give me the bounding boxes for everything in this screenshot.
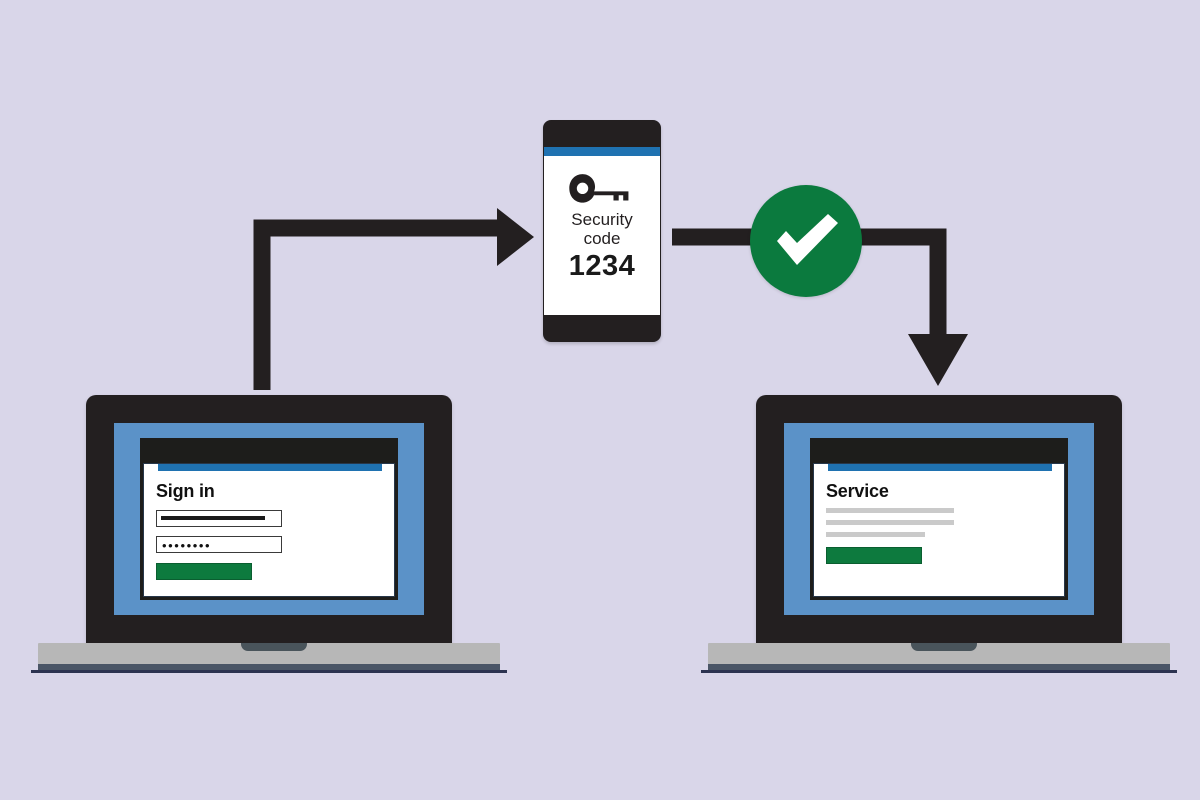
username-value-bar [161,516,265,520]
browser-accent-bar [158,464,382,471]
phone-label-line1: Security [571,210,633,229]
mobile-phone: Security code 1234 [543,120,661,342]
browser-window-sign-in: Sign in •••••••• [143,463,395,597]
key-icon [569,174,629,203]
service-action-button[interactable] [826,547,922,564]
arrow-check-to-service [856,228,968,386]
phone-label-line2: code [583,229,621,248]
page-title: Sign in [156,481,215,501]
laptop-front-edge [38,664,500,670]
password-masked-value: •••••••• [162,538,212,553]
arrow-signin-to-phone [253,208,534,390]
laptop-hinge-notch [241,643,307,651]
laptop-display: Service [810,438,1068,600]
browser-accent-bar [828,464,1052,471]
page-title: Service [826,481,889,501]
username-field[interactable] [156,510,282,527]
laptop-display: Sign in •••••••• [140,438,398,600]
sign-in-submit-button[interactable] [156,563,252,580]
security-code-value: 1234 [568,250,636,282]
laptop-lid: Sign in •••••••• [86,395,452,646]
text-line [826,520,954,525]
phone-accent-bar [544,147,660,156]
text-line [826,508,954,513]
status-badge-verified [750,185,862,297]
password-field[interactable]: •••••••• [156,536,282,553]
text-line [826,532,925,537]
browser-window-service: Service [813,463,1065,597]
laptop-base [38,643,500,665]
laptop-screen-bezel: Sign in •••••••• [114,423,424,615]
phone-content: Security code 1234 [544,156,660,315]
laptop-ground-shadow [31,670,507,673]
content-placeholder-lines [826,508,1064,537]
laptop-front-edge [708,664,1170,670]
browser-content: Service [814,471,1064,596]
laptop-hinge-notch [911,643,977,651]
checkmark-icon [777,214,838,265]
laptop-lid: Service [756,395,1122,646]
laptop-ground-shadow [701,670,1177,673]
browser-content: Sign in •••••••• [144,471,394,596]
phone-screen [544,147,660,315]
laptop-base [708,643,1170,665]
laptop-screen-bezel: Service [784,423,1094,615]
